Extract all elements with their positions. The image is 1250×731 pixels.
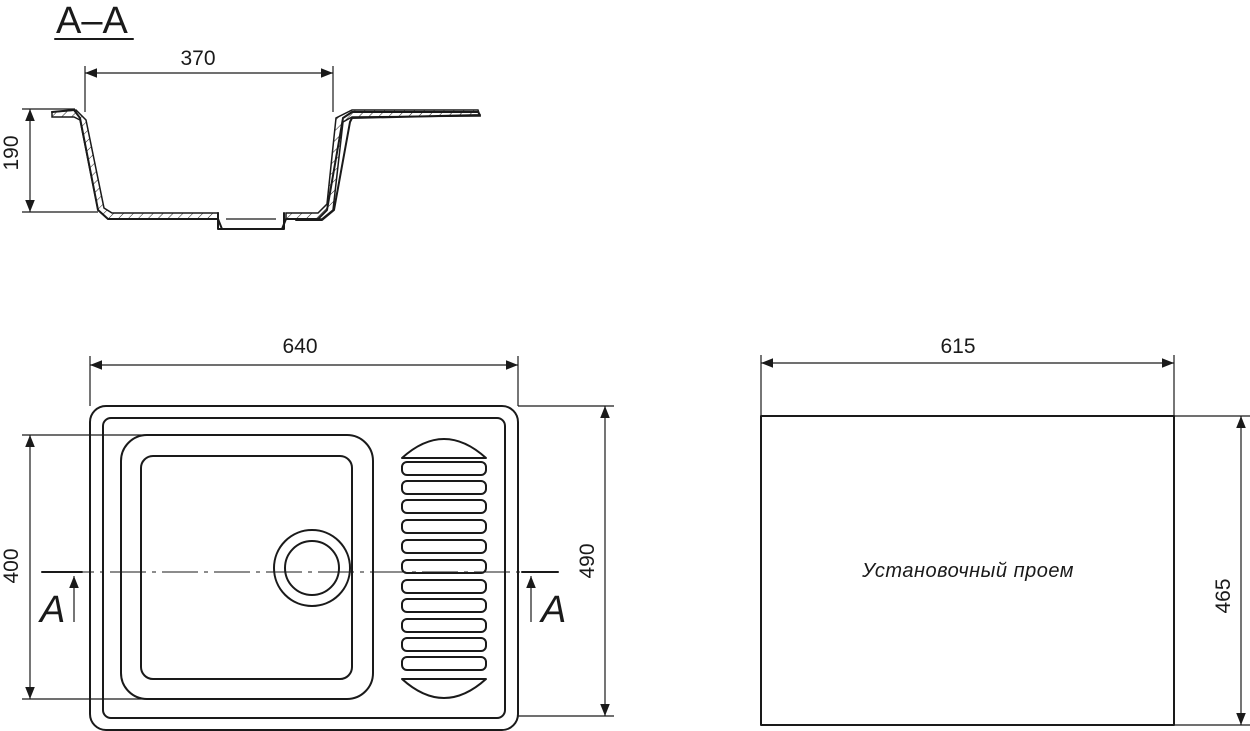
drainboard-rib (401, 598, 487, 613)
cutout-dim-height: 465 (1212, 578, 1235, 613)
section-wall-right (285, 109, 482, 220)
cutout-view: Установочный проем 615 465 (760, 335, 1250, 726)
section-profile-outer (51, 109, 481, 230)
section-view: А–А 370 190 (0, 0, 482, 230)
drainboard-rib (401, 656, 487, 671)
bowl-outer (120, 434, 374, 700)
drainboard-rib (401, 480, 487, 495)
top-dim-height: 490 (576, 543, 599, 578)
drainboard-rib (401, 579, 487, 594)
sink-outer-rim (89, 405, 519, 731)
section-dim-width: 370 (180, 47, 215, 70)
section-wall-left (51, 109, 219, 220)
section-mark-right: А (521, 571, 566, 631)
bowl-inner (140, 455, 353, 680)
section-dim-height: 190 (0, 135, 23, 170)
drainboard-rib (401, 539, 487, 554)
drainboard-top-cap (401, 438, 487, 459)
drainboard-rib (401, 618, 487, 633)
drainboard-rib (401, 637, 487, 652)
drainboard (401, 438, 487, 699)
drainboard-rib (401, 559, 487, 574)
section-drain (217, 212, 285, 230)
top-dim-bowl-height: 400 (0, 548, 23, 583)
drainboard-bottom-cap (401, 678, 487, 699)
cutout-dim-width: 615 (940, 335, 975, 358)
cutout-label: Установочный проем (861, 560, 1074, 582)
top-view: А А 640 400 490 (0, 335, 614, 731)
section-mark-left-letter: А (38, 589, 65, 631)
drainboard-rib (401, 519, 487, 534)
section-mark-left: А (38, 571, 83, 631)
sink-inner-rim (102, 417, 506, 719)
section-title: А–А (56, 0, 128, 42)
section-mark-right-letter: А (539, 589, 566, 631)
top-dim-width: 640 (282, 335, 317, 358)
drain-inner (284, 540, 340, 596)
cutout-rect (760, 415, 1175, 726)
drain-outer (273, 529, 351, 607)
drainboard-rib (401, 461, 487, 476)
drainboard-rib (401, 499, 487, 514)
